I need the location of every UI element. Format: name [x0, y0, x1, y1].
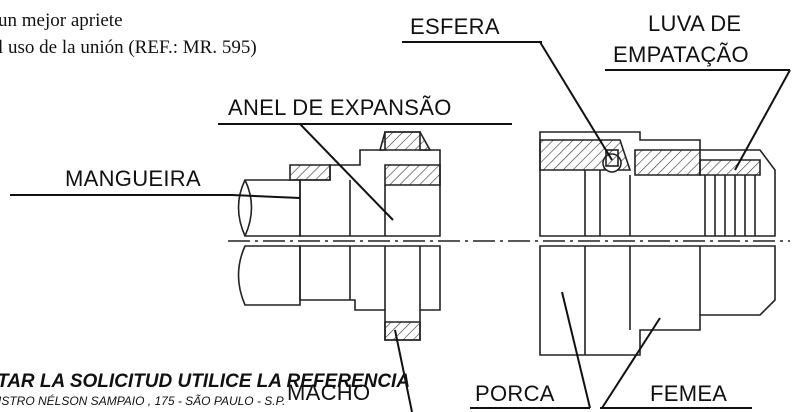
label-femea: FEMEA	[650, 381, 728, 406]
label-mangueira: MANGUEIRA	[65, 166, 201, 191]
leader-lines	[10, 41, 791, 412]
left-assembly	[237, 131, 441, 341]
label-porca: PORCA	[475, 381, 555, 406]
label-macho: MACHO	[287, 380, 371, 405]
label-esfera: ESFERA	[410, 14, 500, 39]
footer-address: ISTRO NÉLSON SAMPAIO , 175 - SÃO PAULO -…	[0, 394, 286, 408]
intro-line-2: l uso de la unión (REF.: MR. 595)	[0, 37, 257, 58]
footer-notice: TAR LA SOLICITUD UTILICE LA REFERENCIA	[0, 371, 411, 392]
label-luva-line-2: EMPATAÇÃO	[613, 42, 749, 67]
intro-line-1: un mejor apriete	[0, 10, 123, 31]
label-anel-de-expansao: ANEL DE EXPANSÃO	[228, 95, 452, 120]
label-luva-line-1: LUVA DE	[648, 11, 742, 36]
right-assembly	[539, 131, 776, 356]
